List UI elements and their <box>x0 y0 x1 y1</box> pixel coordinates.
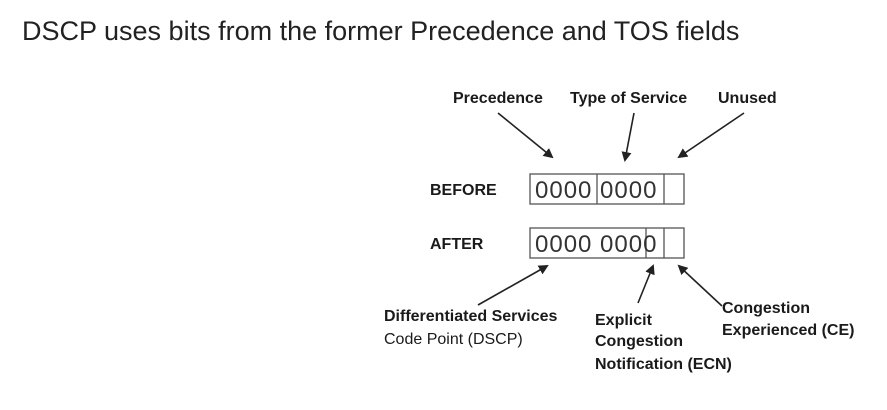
ce-label-line1: Congestion <box>722 300 810 317</box>
dscp-label-line2: Code Point (DSCP) <box>384 331 523 348</box>
before-label: BEFORE <box>430 182 497 199</box>
before-bits: 0000 0000 <box>535 177 657 204</box>
before-bit-field <box>529 173 685 205</box>
ecn-arrow <box>637 264 655 304</box>
ce-label-line2: Experienced (CE) <box>722 322 854 339</box>
precedence-arrow <box>497 112 554 159</box>
dscp-label-line1: Differentiated Services <box>384 308 558 325</box>
type-of-service-arrow <box>621 112 635 162</box>
ecn-label-line1: Explicit <box>595 312 653 329</box>
page-title: DSCP uses bits from the former Precedenc… <box>22 16 740 46</box>
after-label: AFTER <box>430 236 484 253</box>
after-bits: 0000 0000 <box>535 231 657 258</box>
unused-arrow <box>677 112 745 159</box>
ce-arrow <box>677 264 723 307</box>
unused-label: Unused <box>718 90 777 107</box>
type-of-service-label: Type of Service <box>570 90 687 107</box>
after-bit-field <box>529 227 685 259</box>
precedence-label: Precedence <box>453 90 543 107</box>
dscp-arrow <box>477 265 549 306</box>
ecn-label-line3: Notification (ECN) <box>595 356 732 373</box>
ecn-label-line2: Congestion <box>595 333 683 350</box>
